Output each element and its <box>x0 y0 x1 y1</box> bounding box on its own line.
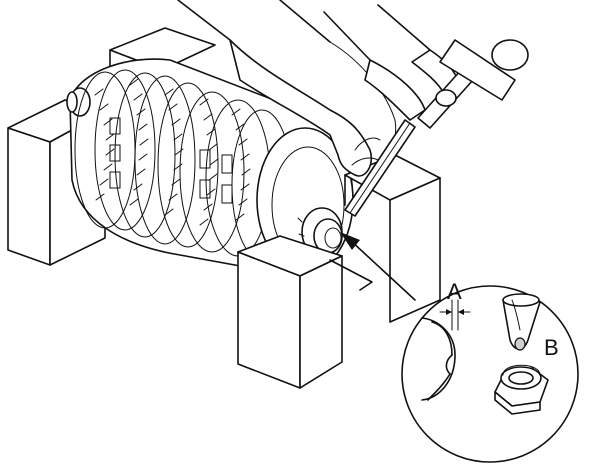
callout-b-label: B <box>544 335 559 360</box>
shaft-end-locknut <box>297 207 343 264</box>
right-support-block <box>344 154 441 323</box>
locknut-detail <box>494 364 549 415</box>
hands-with-punch <box>177 0 529 217</box>
front-support-block <box>237 235 373 389</box>
detail-circle: A B <box>401 279 579 463</box>
detail-magnifier-circle <box>401 285 579 463</box>
synchro-slots <box>109 117 233 204</box>
gear-teeth <box>94 78 251 226</box>
callout-a-label: A <box>447 279 462 304</box>
punch-tip-detail <box>502 293 541 351</box>
hammer-head <box>435 39 529 107</box>
punch-tool <box>344 119 416 217</box>
detail-pointer-arrow <box>340 232 416 301</box>
staked-collar-section <box>421 299 471 401</box>
